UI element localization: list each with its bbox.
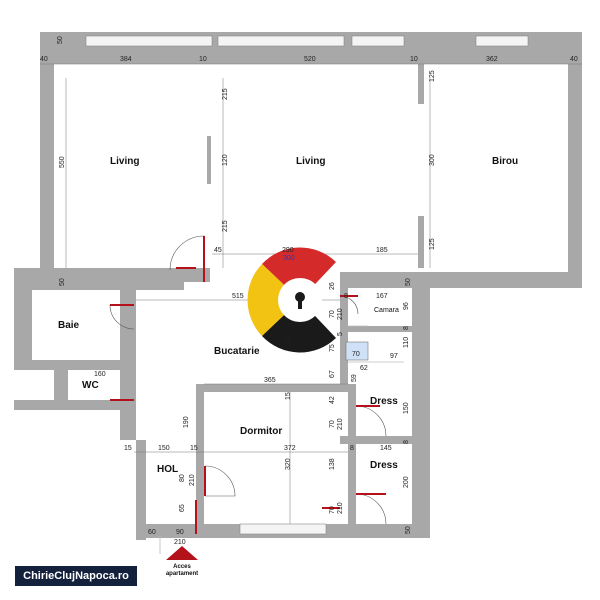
dim-v-42: 42 [329,396,336,404]
dim-bottom-50: 50 [405,526,412,534]
dim-box-97: 97 [390,353,398,360]
dim-row-300-blue: 300 [283,255,295,262]
dim-top-10-b: 10 [410,56,418,63]
dim-top-10-a: 10 [199,56,207,63]
dim-left-50: 50 [59,278,66,286]
dim-v-70-a: 70 [329,310,336,318]
dim-left-550: 550 [59,156,66,168]
dim-v-26: 26 [329,282,336,290]
dim-top-50: 50 [57,36,64,44]
room-wc: WC [82,380,99,391]
dim-box-59: 59 [351,374,358,382]
dim-row-15-left: 15 [124,445,132,452]
dim-v-210-b: 210 [337,418,344,430]
dim-row-365: 365 [264,377,276,384]
room-hol: HOL [157,464,178,475]
room-living-center: Living [296,156,325,167]
dim-row-515: 515 [232,293,244,300]
dim-mid-215-top: 215 [222,88,229,100]
dim-v-65: 65 [179,504,186,512]
entry-label: Acces apartament [160,564,204,578]
dim-mid-215-bottom: 215 [222,220,229,232]
dim-top-384: 384 [120,56,132,63]
dim-right-125-bottom: 125 [429,238,436,250]
room-living-left: Living [110,156,139,167]
dim-top-362: 362 [486,56,498,63]
dim-row-372: 372 [284,445,296,452]
dim-bottom-90: 90 [176,529,184,536]
dim-row-185: 185 [376,247,388,254]
dim-v-210-c: 210 [189,474,196,486]
dim-v-67: 67 [329,370,336,378]
dim-dress-200: 200 [403,476,410,488]
room-dormitor: Dormitor [240,426,282,437]
dim-v-75: 75 [329,344,336,352]
dim-v-8-b: 8 [403,326,410,330]
dim-row-167: 167 [376,293,388,300]
dim-dress-150: 150 [403,402,410,414]
dim-v-138: 138 [329,458,336,470]
entry-arrow-icon [166,546,198,560]
dim-v-8-a: 8 [344,293,348,300]
dim-v-15-a: 15 [285,392,292,400]
brand-logo [247,247,336,353]
entry-label-line1: Acces [173,564,191,570]
dim-row-45: 45 [214,247,222,254]
dim-row-50-right: 50 [405,278,412,286]
dim-v-110: 110 [403,337,410,348]
dim-row-8-mid: 8 [350,445,354,452]
dim-v-190: 190 [183,416,190,428]
dim-v-80: 80 [179,474,186,482]
dim-row-145: 145 [380,445,392,452]
dim-v-210-d: 210 [337,502,344,514]
dim-v-210-a: 210 [337,308,344,320]
windows [85,35,529,535]
dim-dress-8: 8 [403,440,410,444]
dim-v-5: 5 [337,332,344,336]
dim-top-520: 520 [304,56,316,63]
dim-mid-120: 120 [222,154,229,166]
dim-v-24: 24 [285,336,292,344]
brand-badge[interactable]: ChirieClujNapoca.ro [15,566,137,586]
dim-box-70: 70 [352,351,360,358]
room-dress-top: Dress [370,396,398,407]
dim-v-70-c: 70 [329,506,336,514]
dim-v-70-b: 70 [329,420,336,428]
dim-top-40-right: 40 [570,56,578,63]
dim-bottom-210: 210 [174,539,186,546]
entry-label-line2: apartament [165,571,199,577]
room-bucatarie: Bucatarie [214,346,260,357]
room-baie: Baie [58,320,80,331]
dim-row-290: 290 [282,247,294,254]
dim-right-300: 300 [429,154,436,166]
dim-v-96: 96 [403,302,410,310]
doors [109,235,387,534]
camara-box [345,341,369,361]
room-birou: Birou [492,156,518,167]
dim-row-150: 150 [158,445,170,452]
dim-box-62: 62 [360,365,368,372]
dimension-labels: 50 40 384 10 520 10 362 40 550 50 215 12… [40,36,578,546]
dim-top-40-left: 40 [40,56,48,63]
dim-right-125-top: 125 [429,70,436,82]
room-camara: Camara [374,307,399,314]
dim-v-320: 320 [285,458,292,470]
room-dress-bottom: Dress [370,460,398,471]
dim-bottom-60: 60 [148,529,156,536]
dim-wc-160: 160 [94,371,106,378]
keyhole-icon [295,292,305,302]
dim-row-15-mid: 15 [190,445,198,452]
